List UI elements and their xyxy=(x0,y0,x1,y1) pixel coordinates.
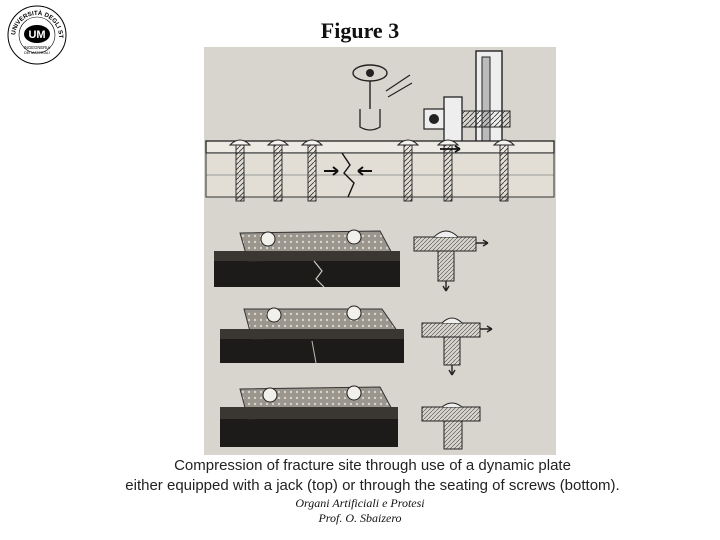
screw-seating-section-3 xyxy=(421,402,481,450)
dynamic-compression-plate-illustration xyxy=(204,47,556,455)
figure-caption: Compression of fracture site through use… xyxy=(0,456,720,496)
screw-seating-section-2 xyxy=(421,317,493,376)
svg-text:INGEGNERIA: INGEGNERIA xyxy=(24,45,50,50)
university-seal-logo: UNIVERSITÀ DEGLI STUDI DI TRIESTE UM ING… xyxy=(6,4,67,65)
caption-line-2: either equipped with a jack (top) or thr… xyxy=(125,477,620,494)
screw-seating-section-1 xyxy=(413,230,489,292)
page-title: Figure 3 xyxy=(320,18,400,43)
screw-compression-photo-2 xyxy=(220,305,404,364)
jack-compression-diagram xyxy=(205,50,555,202)
svg-text:DEI MATERIALI: DEI MATERIALI xyxy=(24,51,50,55)
screw-compression-photo-1 xyxy=(214,229,400,288)
svg-text:UM: UM xyxy=(28,29,45,41)
slide-footer: Organi Artificiali e Protesi Prof. O. Sb… xyxy=(0,496,720,526)
caption-line-1: Compression of fracture site through use… xyxy=(174,457,571,474)
screw-compression-photo-3 xyxy=(220,385,398,447)
footer-course: Organi Artificiali e Protesi xyxy=(295,496,425,510)
footer-professor: Prof. O. Sbaizero xyxy=(318,511,402,525)
